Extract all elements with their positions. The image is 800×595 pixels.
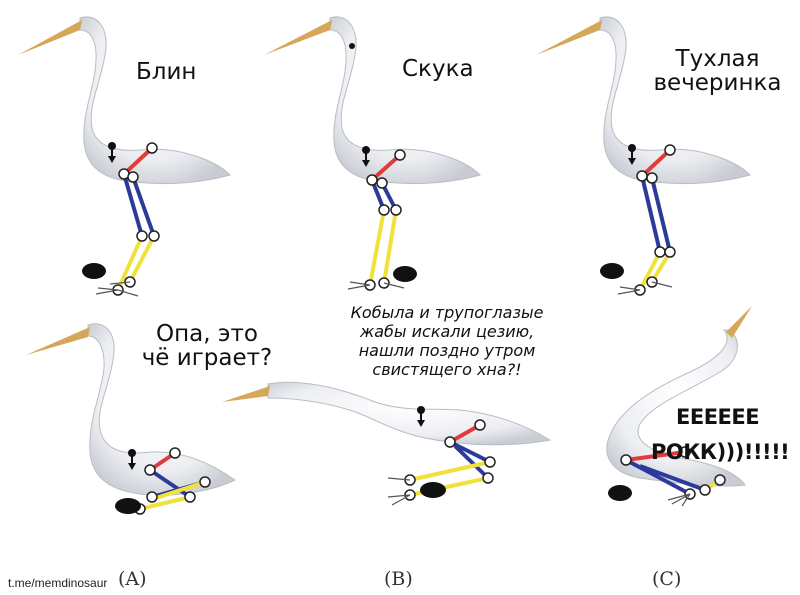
beak (222, 386, 270, 402)
beak (18, 20, 82, 55)
shadow-blob (82, 263, 106, 279)
panel-label-a: (A) (118, 568, 147, 590)
panel-label-c: (C) (652, 568, 682, 590)
leg-c-bottom (620, 446, 726, 507)
caption-c-top: Тухлая вечеринка (653, 46, 782, 96)
beak (536, 20, 602, 55)
egret-standing-c (536, 16, 751, 296)
leg-b (347, 149, 406, 291)
shadow-blob (600, 263, 624, 279)
shadow-blob (393, 266, 417, 282)
beak (26, 327, 90, 355)
caption-a-top: Блин (136, 59, 197, 85)
egret-crouching-a (26, 323, 236, 515)
leg-c (617, 144, 676, 296)
leg-a (95, 142, 160, 297)
watermark: t.me/memdinosaur (8, 576, 108, 590)
center-of-mass-marker (108, 142, 116, 163)
egret-headbanging-c (606, 306, 752, 507)
center-of-mass-marker (417, 406, 425, 427)
caption-b-top: Скука (402, 56, 474, 82)
caption-c-bottom-line2: РОКК)))!!!!! (651, 440, 790, 464)
caption-c-bottom-line1: ЕЕЕЕЕЕ (676, 405, 760, 429)
panel-label-b: (B) (384, 568, 413, 590)
center-of-mass-marker (628, 144, 636, 165)
shadow-blob (420, 482, 446, 498)
beak (726, 306, 752, 338)
center-of-mass-marker (128, 449, 136, 470)
egret-lunging-b (222, 381, 552, 506)
shadow-blob (608, 485, 632, 501)
shadow-blob (115, 498, 141, 514)
center-of-mass-marker (362, 146, 370, 167)
caption-b-bottom: Кобыла и трупоглазые жабы искали цезию, … (350, 303, 544, 379)
egret-standing-b (264, 16, 481, 291)
egret-standing-a (18, 16, 231, 297)
beak (264, 20, 332, 55)
caption-a-bottom: Опа, это чё играет? (141, 321, 273, 371)
